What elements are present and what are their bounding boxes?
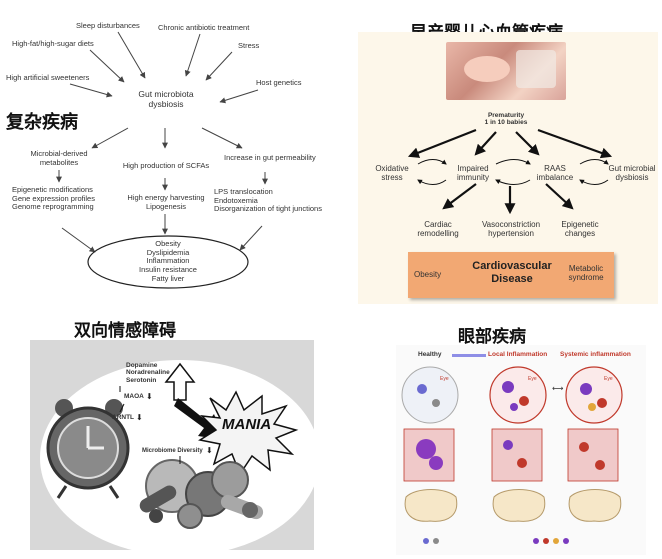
branch-lps-items: LPS translocation Endotoxemia Disorganiz… — [214, 187, 322, 214]
node-oxidative-stress: Oxidative stress — [375, 164, 409, 183]
incubator-light — [516, 50, 556, 88]
infant-photo — [446, 42, 566, 100]
bipolar-panel: Dopamine Noradrenaline Serotonin MAOA ⬇ … — [30, 340, 314, 550]
prematurity-label: Prematurity 1 in 10 babies — [484, 112, 528, 127]
mania-burst — [198, 390, 299, 476]
box-cardiovascular-disease: Cardiovascular Disease — [472, 260, 552, 285]
box-metabolic-syndrome: Metabolic syndrome — [568, 264, 604, 283]
arntl-label: ARNTL — [112, 414, 135, 421]
eye-label-3: Eye — [604, 376, 613, 382]
microbes-cluster — [139, 459, 264, 529]
cvd-outcome-box: Obesity Cardiovascular Disease Metabolic… — [408, 252, 614, 298]
title-eye-disease: 眼部疾病 — [458, 327, 526, 347]
complex-disease-arrows — [56, 31, 268, 289]
outcomes-list: Obesity Dyslipidemia Inflammation Insuli… — [139, 239, 197, 283]
vessel-systemic — [567, 428, 619, 482]
branch-epigenetic-items: Epigenetic modifications Gene expression… — [12, 185, 95, 212]
cause-diet: High-fat/high-sugar diets — [12, 39, 94, 48]
outcomes-ellipse — [87, 235, 249, 289]
eye-legend — [423, 538, 569, 544]
label-systemic-inflammation: Systemic inflammation — [560, 351, 631, 358]
node-gut-dysbiosis: Gut microbial dysbiosis — [608, 164, 656, 183]
branch-permeability: Increase in gut permeability — [224, 153, 316, 162]
eye-disease-illustration: ⟷ — [401, 366, 623, 544]
title-complex-disease: 复杂疾病 — [6, 112, 78, 133]
mania-label: MANIA — [222, 416, 272, 433]
cause-antibiotic: Chronic antibiotic treatment — [158, 23, 250, 32]
center-dysbiosis: Gut microbiota dysbiosis — [138, 89, 194, 109]
up-arrow-icon — [164, 362, 196, 401]
eye-label-1: Eye — [440, 376, 449, 382]
title-bipolar-disorder: 双向情感障碍 — [74, 321, 176, 341]
cause-genetics: Host genetics — [256, 78, 302, 87]
node-raas-imbalance: RAAS imbalance — [536, 164, 574, 183]
diversity-label: Microbiome Diversity — [142, 448, 203, 454]
maoa-down-arrow-icon: ⬇ — [146, 392, 153, 401]
vessel-local — [491, 428, 543, 482]
gut-healthy — [404, 489, 458, 522]
node-impaired-immunity: Impaired immunity — [456, 164, 489, 183]
cause-sweeteners: High artificial sweeteners — [6, 73, 90, 82]
eye-healthy — [401, 366, 459, 424]
right-arrow-icon — [174, 398, 224, 440]
branch-scfa: High production of SCFAs — [122, 161, 210, 170]
arntl-down-arrow-icon: ⬇ — [136, 413, 143, 422]
diversity-down-arrow-icon: ⬇ — [206, 446, 213, 455]
box-obesity: Obesity — [414, 270, 442, 279]
gut-local — [492, 489, 546, 522]
healthy-arrow — [452, 354, 486, 357]
branch-metabolites: Microbial-derived metabolites — [30, 149, 88, 167]
vessel-healthy — [403, 428, 455, 482]
gut-systemic — [568, 489, 622, 522]
node-cardiac-remodelling: Cardiac remodelling — [417, 220, 459, 239]
node-vasoconstriction: Vasoconstriction hypertension — [481, 220, 541, 239]
eye-label-2: Eye — [528, 376, 537, 382]
label-local-inflammation: Local Inflammation — [488, 351, 548, 358]
complex-disease-panel: Sleep disturbances Chronic antibiotic tr… — [0, 0, 350, 300]
cause-sleep: Sleep disturbances — [76, 21, 140, 30]
preterm-cvd-panel: Prematurity 1 in 10 babies Oxidative str… — [358, 32, 658, 304]
cause-stress: Stress — [238, 41, 260, 50]
eye-disease-panel: Healthy Local Inflammation Systemic infl… — [396, 345, 646, 555]
eye-systemic — [565, 366, 623, 424]
neurotransmitters-label: Dopamine Noradrenaline Serotonin — [126, 362, 170, 384]
preterm-arrows — [407, 128, 613, 215]
label-healthy: Healthy — [418, 351, 442, 358]
maoa-label: MAOA — [124, 393, 144, 400]
eye-local — [489, 366, 547, 424]
bipolar-illustration — [40, 360, 314, 550]
node-epigenetic-changes: Epigenetic changes — [561, 220, 599, 239]
svg-text:⟷: ⟷ — [552, 384, 564, 393]
infant-figure — [464, 56, 510, 82]
branch-energy-items: High energy harvesting Lipogenesis — [127, 193, 205, 211]
clock-icon — [46, 399, 130, 499]
